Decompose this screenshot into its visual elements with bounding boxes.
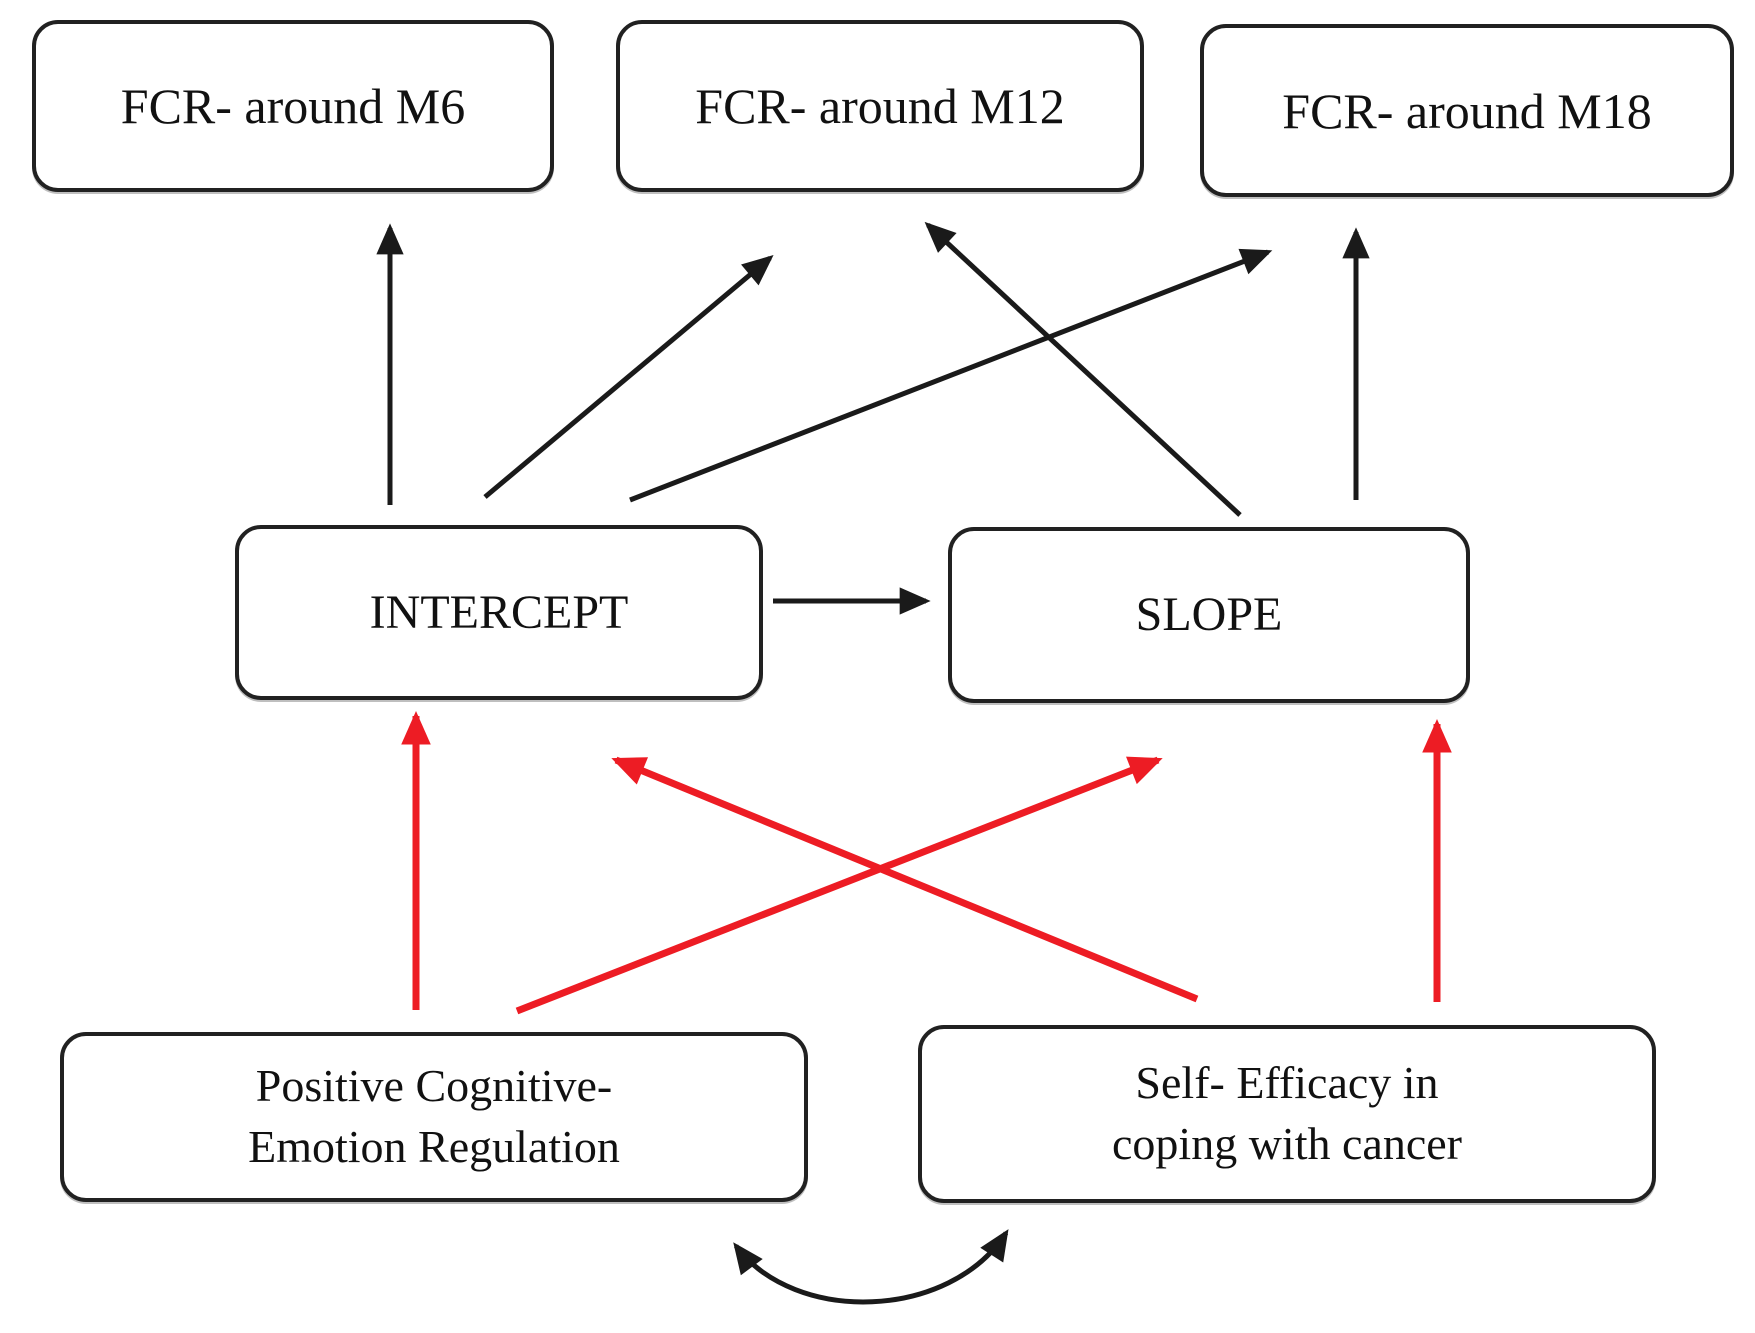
arrow-pcer-self-efficacy-covariance xyxy=(733,1229,1009,1305)
arrow-intercept-to-fcr-m12 xyxy=(483,255,774,499)
arrow-pcer-to-slope xyxy=(515,756,1163,1015)
arrow-intercept-to-fcr-m18 xyxy=(629,248,1273,503)
node-self-efficacy-label: Self- Efficacy in coping with cancer xyxy=(1112,1057,1462,1169)
node-slope: SLOPE xyxy=(948,527,1470,703)
arrow-self-efficacy-to-intercept xyxy=(611,756,1199,1003)
node-fcr-m6: FCR- around M6 xyxy=(32,20,554,192)
node-pcer-label: Positive Cognitive- Emotion Regulation xyxy=(248,1060,620,1172)
node-fcr-m12-label: FCR- around M12 xyxy=(695,78,1065,134)
node-intercept: INTERCEPT xyxy=(235,525,763,700)
node-fcr-m12: FCR- around M12 xyxy=(616,20,1144,192)
node-intercept-label: INTERCEPT xyxy=(369,585,629,639)
node-fcr-m18-label: FCR- around M18 xyxy=(1282,82,1652,139)
node-self-efficacy: Self- Efficacy in coping with cancer xyxy=(918,1025,1656,1203)
node-positive-cognitive-emotion-regulation: Positive Cognitive- Emotion Regulation xyxy=(60,1032,808,1202)
arrow-slope-to-fcr-m12 xyxy=(924,221,1242,517)
node-fcr-m6-label: FCR- around M6 xyxy=(120,78,466,134)
node-fcr-m18: FCR- around M18 xyxy=(1200,24,1734,197)
node-slope-label: SLOPE xyxy=(1135,588,1283,642)
